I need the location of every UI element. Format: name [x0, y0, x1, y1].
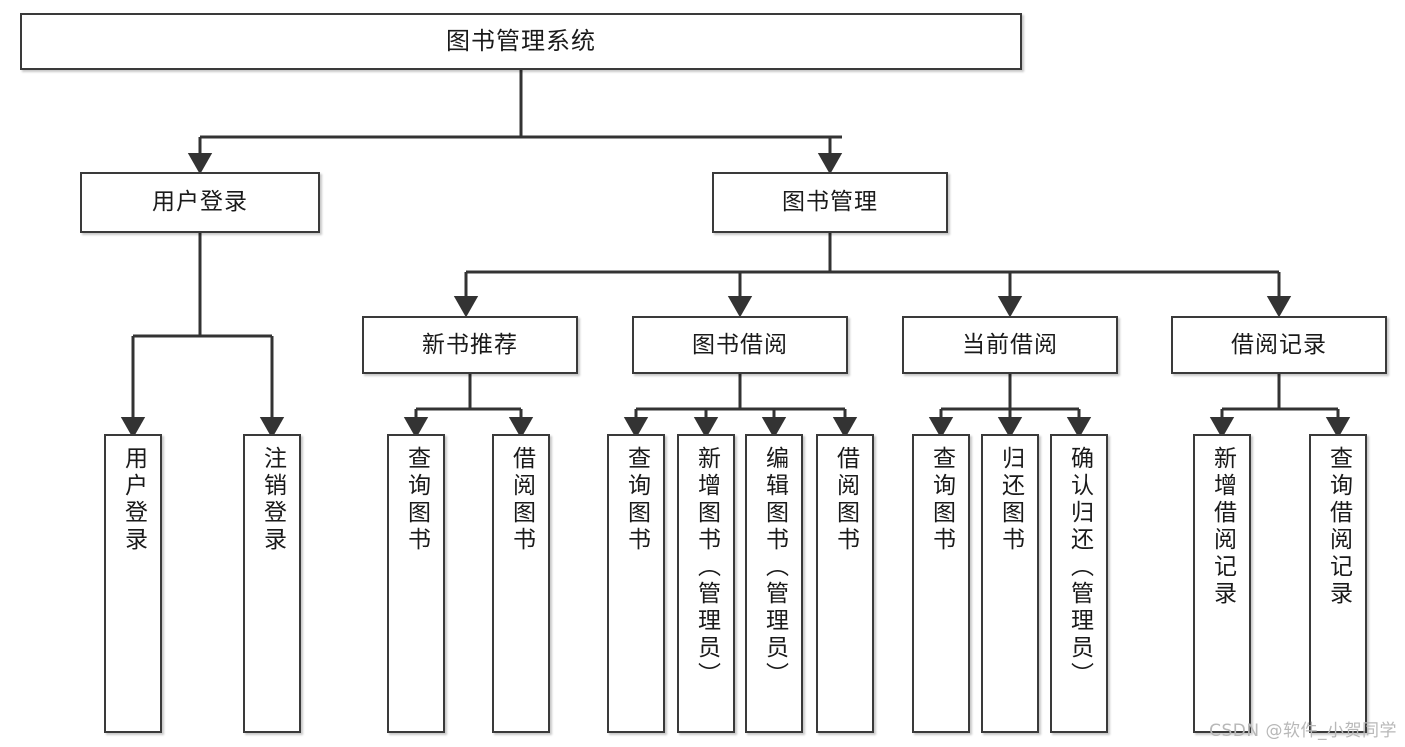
- leaf-user-login-signin[interactable]: 用户登录: [104, 434, 162, 733]
- leaf-new-book-borrow-label: 借阅图书: [508, 446, 535, 554]
- leaf-borrow-edit-book-label: 编辑图书（管理员）: [761, 446, 788, 689]
- leaf-new-book-query-label: 查询图书: [403, 446, 430, 554]
- leaf-borrow-add-book[interactable]: 新增图书（管理员）: [677, 434, 735, 733]
- leaf-user-login-signin-label: 用户登录: [120, 446, 147, 554]
- leaf-new-book-query[interactable]: 查询图书: [387, 434, 445, 733]
- leaf-borrow-borrow-book[interactable]: 借阅图书: [816, 434, 874, 733]
- node-user-login[interactable]: 用户登录: [80, 172, 320, 233]
- leaf-current-return-book[interactable]: 归还图书: [981, 434, 1039, 733]
- node-book-management-label: 图书管理: [782, 189, 878, 216]
- leaf-user-login-signout-label: 注销登录: [259, 446, 286, 554]
- node-root-label: 图书管理系统: [446, 26, 596, 55]
- leaf-new-book-borrow[interactable]: 借阅图书: [492, 434, 550, 733]
- leaf-borrow-add-book-label: 新增图书（管理员）: [693, 446, 720, 689]
- node-root[interactable]: 图书管理系统: [20, 13, 1022, 70]
- leaf-records-query[interactable]: 查询借阅记录: [1309, 434, 1367, 733]
- node-book-management[interactable]: 图书管理: [712, 172, 948, 233]
- node-current-borrow[interactable]: 当前借阅: [902, 316, 1118, 374]
- leaf-records-query-label: 查询借阅记录: [1325, 446, 1352, 608]
- leaf-borrow-borrow-book-label: 借阅图书: [832, 446, 859, 554]
- leaf-current-query-book-label: 查询图书: [928, 446, 955, 554]
- leaf-borrow-edit-book[interactable]: 编辑图书（管理员）: [745, 434, 803, 733]
- node-current-borrow-label: 当前借阅: [962, 331, 1058, 358]
- leaf-current-confirm-return-label: 确认归还（管理员）: [1066, 446, 1093, 689]
- leaf-current-query-book[interactable]: 查询图书: [912, 434, 970, 733]
- watermark: CSDN @软件_小贺同学: [1209, 721, 1397, 741]
- leaf-user-login-signout[interactable]: 注销登录: [243, 434, 301, 733]
- leaf-borrow-query-book[interactable]: 查询图书: [607, 434, 665, 733]
- node-user-login-label: 用户登录: [152, 189, 248, 216]
- node-new-book-recommend-label: 新书推荐: [422, 331, 518, 358]
- leaf-current-return-book-label: 归还图书: [997, 446, 1024, 554]
- node-borrow-records[interactable]: 借阅记录: [1171, 316, 1387, 374]
- node-book-borrow[interactable]: 图书借阅: [632, 316, 848, 374]
- node-new-book-recommend[interactable]: 新书推荐: [362, 316, 578, 374]
- leaf-records-add-label: 新增借阅记录: [1209, 446, 1236, 608]
- leaf-current-confirm-return[interactable]: 确认归还（管理员）: [1050, 434, 1108, 733]
- node-borrow-records-label: 借阅记录: [1231, 331, 1327, 358]
- leaf-records-add[interactable]: 新增借阅记录: [1193, 434, 1251, 733]
- leaf-borrow-query-book-label: 查询图书: [623, 446, 650, 554]
- node-book-borrow-label: 图书借阅: [692, 331, 788, 358]
